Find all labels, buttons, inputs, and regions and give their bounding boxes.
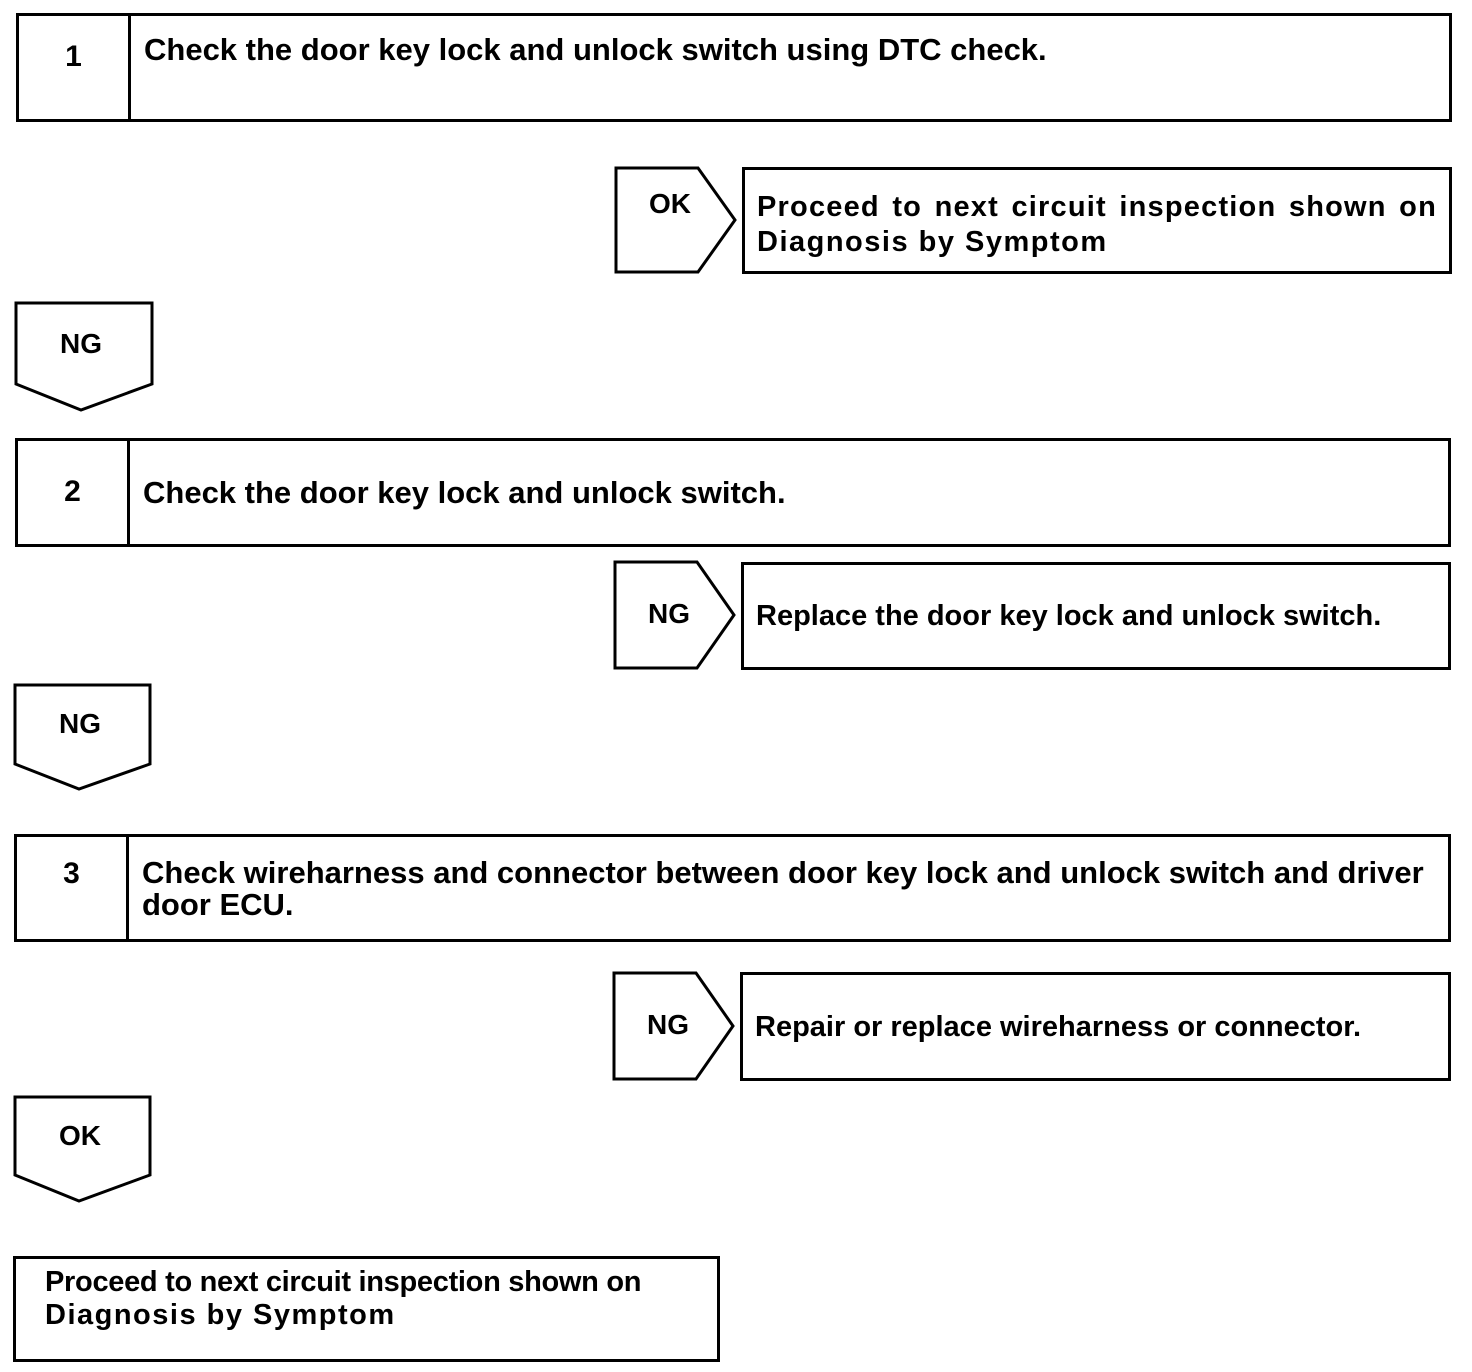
branch-1-result-line1: Proceed to next circuit inspection shown… [757, 191, 1437, 223]
branch-1-label: OK [649, 188, 691, 219]
branch-2-result: Replace the door key lock and unlock swi… [741, 562, 1451, 670]
step-2-text: Check the door key lock and unlock switc… [143, 475, 786, 510]
down-arrow-1-label: NG [60, 328, 102, 359]
down-arrow-2 [13, 683, 152, 791]
branch-2-label: NG [648, 598, 690, 629]
down-arrow-1 [14, 301, 154, 412]
branch-arrow-3 [612, 971, 735, 1081]
branch-3-result: Repair or replace wireharness or connect… [740, 972, 1451, 1081]
final-result-line2: Diagnosis by Symptom [45, 1299, 396, 1331]
down-arrow-3-label: OK [59, 1120, 101, 1151]
branch-3-label: NG [647, 1009, 689, 1040]
step-1-box: 1 Check the door key lock and unlock swi… [16, 13, 1452, 122]
step-1-number: 1 [19, 16, 131, 119]
branch-1-result-line2: Diagnosis by Symptom [757, 226, 1108, 258]
step-3-box: 3 Check wireharness and connector betwee… [14, 834, 1451, 942]
down-arrow-3 [13, 1095, 152, 1203]
final-result-box: Proceed to next circuit inspection shown… [13, 1256, 720, 1362]
down-arrow-2-label: NG [59, 708, 101, 739]
step-2-number: 2 [18, 441, 130, 544]
branch-arrow-1 [614, 166, 737, 274]
step-1-text: Check the door key lock and unlock switc… [144, 32, 1047, 67]
branch-arrow-2 [613, 560, 736, 670]
step-3-text: Check wireharness and connector between … [142, 855, 1424, 922]
step-2-box: 2 Check the door key lock and unlock swi… [15, 438, 1451, 547]
step-3-number: 3 [17, 837, 129, 939]
branch-1-result: Proceed to next circuit inspection shown… [742, 167, 1452, 274]
final-result-line1: Proceed to next circuit inspection shown… [45, 1266, 642, 1298]
